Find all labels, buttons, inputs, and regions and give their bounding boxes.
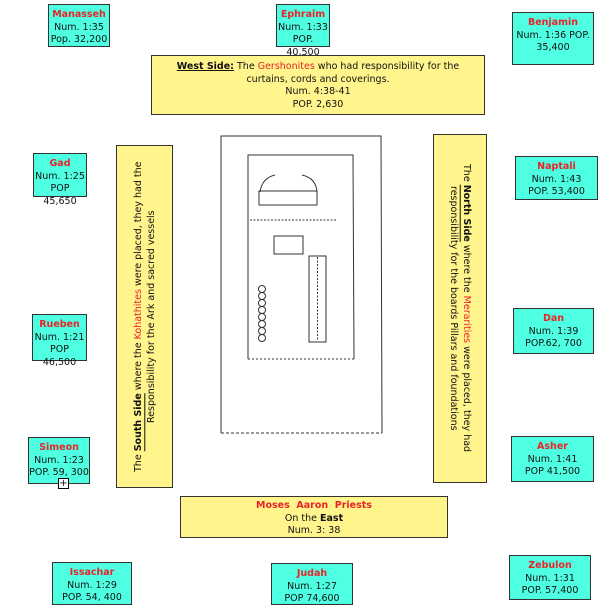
tribe-ref: Num. 1:31 [525, 572, 575, 584]
tribe-simeon: Simeon Num. 1:23 POP. 59, 300 [28, 437, 90, 484]
north-side-note: The North Side where the Merarities were… [433, 134, 487, 483]
clan-name: Merarities [461, 296, 472, 344]
text: were placed, they had responsibility for… [448, 186, 472, 453]
tribe-asher: Asher Num. 1:41 POP 41,500 [511, 436, 594, 482]
tribe-issachar: Issachar Num. 1:29 POP. 54, 400 [52, 562, 132, 605]
tribe-pop: POP. 59, 300 [29, 467, 89, 478]
tribe-ref: Num. 1:41 [527, 453, 578, 465]
tribe-name: Naptali [537, 161, 576, 172]
text: The [233, 61, 258, 72]
tribe-ref: Num. 1:27 [287, 580, 337, 592]
tribe-name: Ephraim [280, 9, 326, 20]
text: The [461, 164, 472, 186]
east-title: Moses Aaron Priests [256, 500, 372, 511]
expand-icon[interactable]: + [58, 478, 69, 489]
tribe-pop: POP. 40,500 [286, 34, 320, 58]
cherub-left [259, 174, 276, 193]
tribe-ref: Num. 1:43 [531, 173, 582, 185]
tribe-gad: Gad Num. 1:25 POP 45,650 [33, 153, 87, 207]
tribe-name: Simeon [39, 442, 79, 453]
tribe-ref: Num. 1:21 [34, 331, 85, 343]
text: where the [461, 242, 472, 297]
tribe-judah: Judah Num. 1:27 POP 74,600 [271, 563, 353, 605]
west-side-note: West Side: The Gershonites who had respo… [151, 55, 485, 115]
tribe-ephraim: Ephraim Num. 1:33 POP. 40,500 [276, 4, 330, 58]
tribe-ref: Num. 1:36 POP. [516, 29, 590, 41]
clan-name: Gershonites [257, 61, 315, 72]
tribe-benjamin: Benjamin Num. 1:36 POP. 35,400 [512, 12, 594, 65]
tribe-pop: POP.62, 700 [525, 338, 582, 349]
tribe-pop: POP 41,500 [524, 466, 581, 477]
ark-of-covenant [258, 190, 318, 206]
tribe-ref: Num. 1:29 [67, 579, 117, 591]
tribe-ref: Num. 1:39 [528, 325, 579, 337]
tribe-name: Manasseh [52, 9, 106, 20]
tribe-ref: Num. 1:25 [35, 170, 85, 182]
tribe-name: Issachar [69, 567, 115, 578]
tribe-dan: Dan Num. 1:39 POP.62, 700 [513, 308, 594, 354]
tribe-pop: POP. 54, 400 [62, 592, 122, 603]
east-side-note: Moses Aaron Priests On the East Num. 3: … [180, 496, 448, 538]
tribe-pop: POP 45,650 [43, 183, 77, 207]
tribe-name: Rueben [39, 319, 80, 330]
west-ref: Num. 4:38-41 [285, 86, 351, 97]
side-label: West Side: [176, 61, 234, 72]
tribe-pop: POP 74,600 [284, 593, 340, 604]
tribe-ref: Num. 1:23 [34, 454, 84, 466]
text: East [320, 512, 344, 524]
text: On the [284, 512, 321, 524]
tribe-zebulon: Zebulon Num. 1:31 POP. 57,400 [509, 555, 591, 600]
tribe-name: Judah [296, 568, 328, 579]
tribe-pop: Pop. 32,200 [50, 34, 108, 45]
tribe-name: Asher [537, 441, 568, 452]
tribe-pop: POP 46,500 [42, 344, 77, 368]
south-side-note: The South Side where the Kohathites were… [116, 145, 173, 488]
lampstand [258, 285, 266, 342]
tribe-naptali: Naptali Num. 1:43 POP. 53,400 [515, 156, 598, 200]
tribe-ref: Num. 1:35 [54, 21, 104, 33]
tribe-pop: POP. 53,400 [528, 186, 585, 197]
tribe-pop: POP. 57,400 [521, 585, 579, 596]
tribe-ref: Num. 1:33 [278, 21, 328, 33]
altar-of-incense [273, 235, 304, 255]
tribe-manasseh: Manasseh Num. 1:35 Pop. 32,200 [48, 4, 110, 47]
courtyard-outline [220, 135, 383, 434]
side-label: North Side [461, 185, 472, 243]
cherub-right [301, 174, 318, 193]
tent-outline [247, 154, 355, 360]
tribe-name: Zebulon [528, 560, 572, 571]
west-pop: POP. 2,630 [292, 98, 344, 110]
table-of-showbread [308, 255, 327, 343]
tribe-pop: 35,400 [536, 42, 570, 53]
tribe-rueben: Rueben Num. 1:21 POP 46,500 [32, 314, 87, 368]
tribe-name: Benjamin [527, 17, 579, 28]
tribe-name: Dan [542, 313, 565, 324]
east-ref: Num. 3: 38 [287, 525, 341, 536]
tribe-name: Gad [49, 158, 71, 169]
text: who had responsibility for the curtains,… [246, 61, 460, 85]
